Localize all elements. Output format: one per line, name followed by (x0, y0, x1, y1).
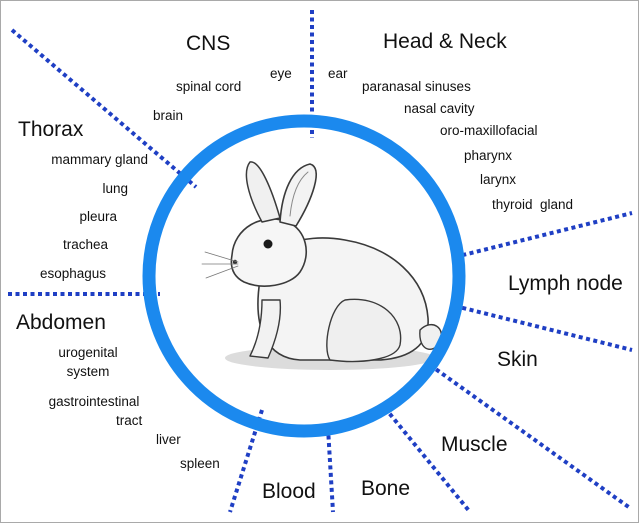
organ-label-eye: eye (270, 66, 292, 81)
organ-label-nasal-cavity: nasal cavity (404, 101, 475, 116)
rabbit-whiskers (201, 251, 239, 279)
region-title-muscle: Muscle (441, 433, 508, 456)
organ-label-ear: ear (328, 66, 348, 81)
region-title-thorax: Thorax (18, 118, 84, 141)
rabbit-head (230, 218, 308, 287)
rabbit-ear-front (279, 163, 317, 227)
organ-label-mammary-gland: mammary gland (51, 152, 148, 167)
rabbit-ear-back (245, 161, 281, 223)
central-ring (142, 114, 466, 438)
divider-skin-lymph (454, 304, 633, 352)
region-title-skin: Skin (497, 348, 538, 371)
divider-muscle-skin (428, 363, 632, 510)
rabbit-front-leg (249, 299, 282, 359)
organ-label-larynx: larynx (480, 172, 517, 187)
organ-label-thyroid-gland: thyroid gland (492, 197, 574, 212)
organ-label-trachea: trachea (62, 237, 108, 252)
region-title-head-neck: Head & Neck (383, 30, 507, 53)
organ-label-brain: brain (153, 108, 184, 123)
whisker-3 (205, 265, 239, 279)
organ-label-system: system (66, 364, 110, 379)
organ-label-esophagus: esophagus (39, 266, 106, 281)
rabbit-eye (263, 239, 273, 249)
region-title-abdomen: Abdomen (16, 311, 106, 334)
organ-label-oro-maxillofacial: oro-maxillofacial (440, 123, 538, 138)
organ-label-pleura: pleura (79, 209, 117, 224)
region-title-cns: CNS (186, 32, 231, 55)
rabbit-hind-leg (326, 298, 402, 363)
organ-label-tract: tract (116, 413, 143, 428)
region-title-lymph-node: Lymph node (508, 272, 623, 295)
rabbit-ear-front-inner (289, 171, 309, 217)
organ-label-gastrointestinal: gastrointestinal (48, 394, 140, 409)
organ-label-liver: liver (156, 432, 181, 447)
region-title-bone: Bone (361, 477, 411, 500)
organ-label-urogenital: urogenital (58, 345, 118, 360)
divider-lines (8, 10, 633, 514)
organ-label-pharynx: pharynx (464, 148, 513, 163)
region-title-blood: Blood (262, 480, 316, 503)
divider-cns-thorax (10, 28, 198, 189)
whisker-1 (204, 251, 239, 263)
rabbit-illustration (201, 161, 443, 370)
divider-lymph-headneck (454, 211, 633, 259)
organ-label-paranasal-sinuses: paranasal sinuses (362, 79, 471, 94)
organ-label-lung: lung (102, 181, 128, 196)
organ-label-spleen: spleen (180, 456, 220, 471)
organ-label-spinal-cord: spinal cord (176, 79, 242, 94)
divider-blood-bone (326, 427, 335, 513)
